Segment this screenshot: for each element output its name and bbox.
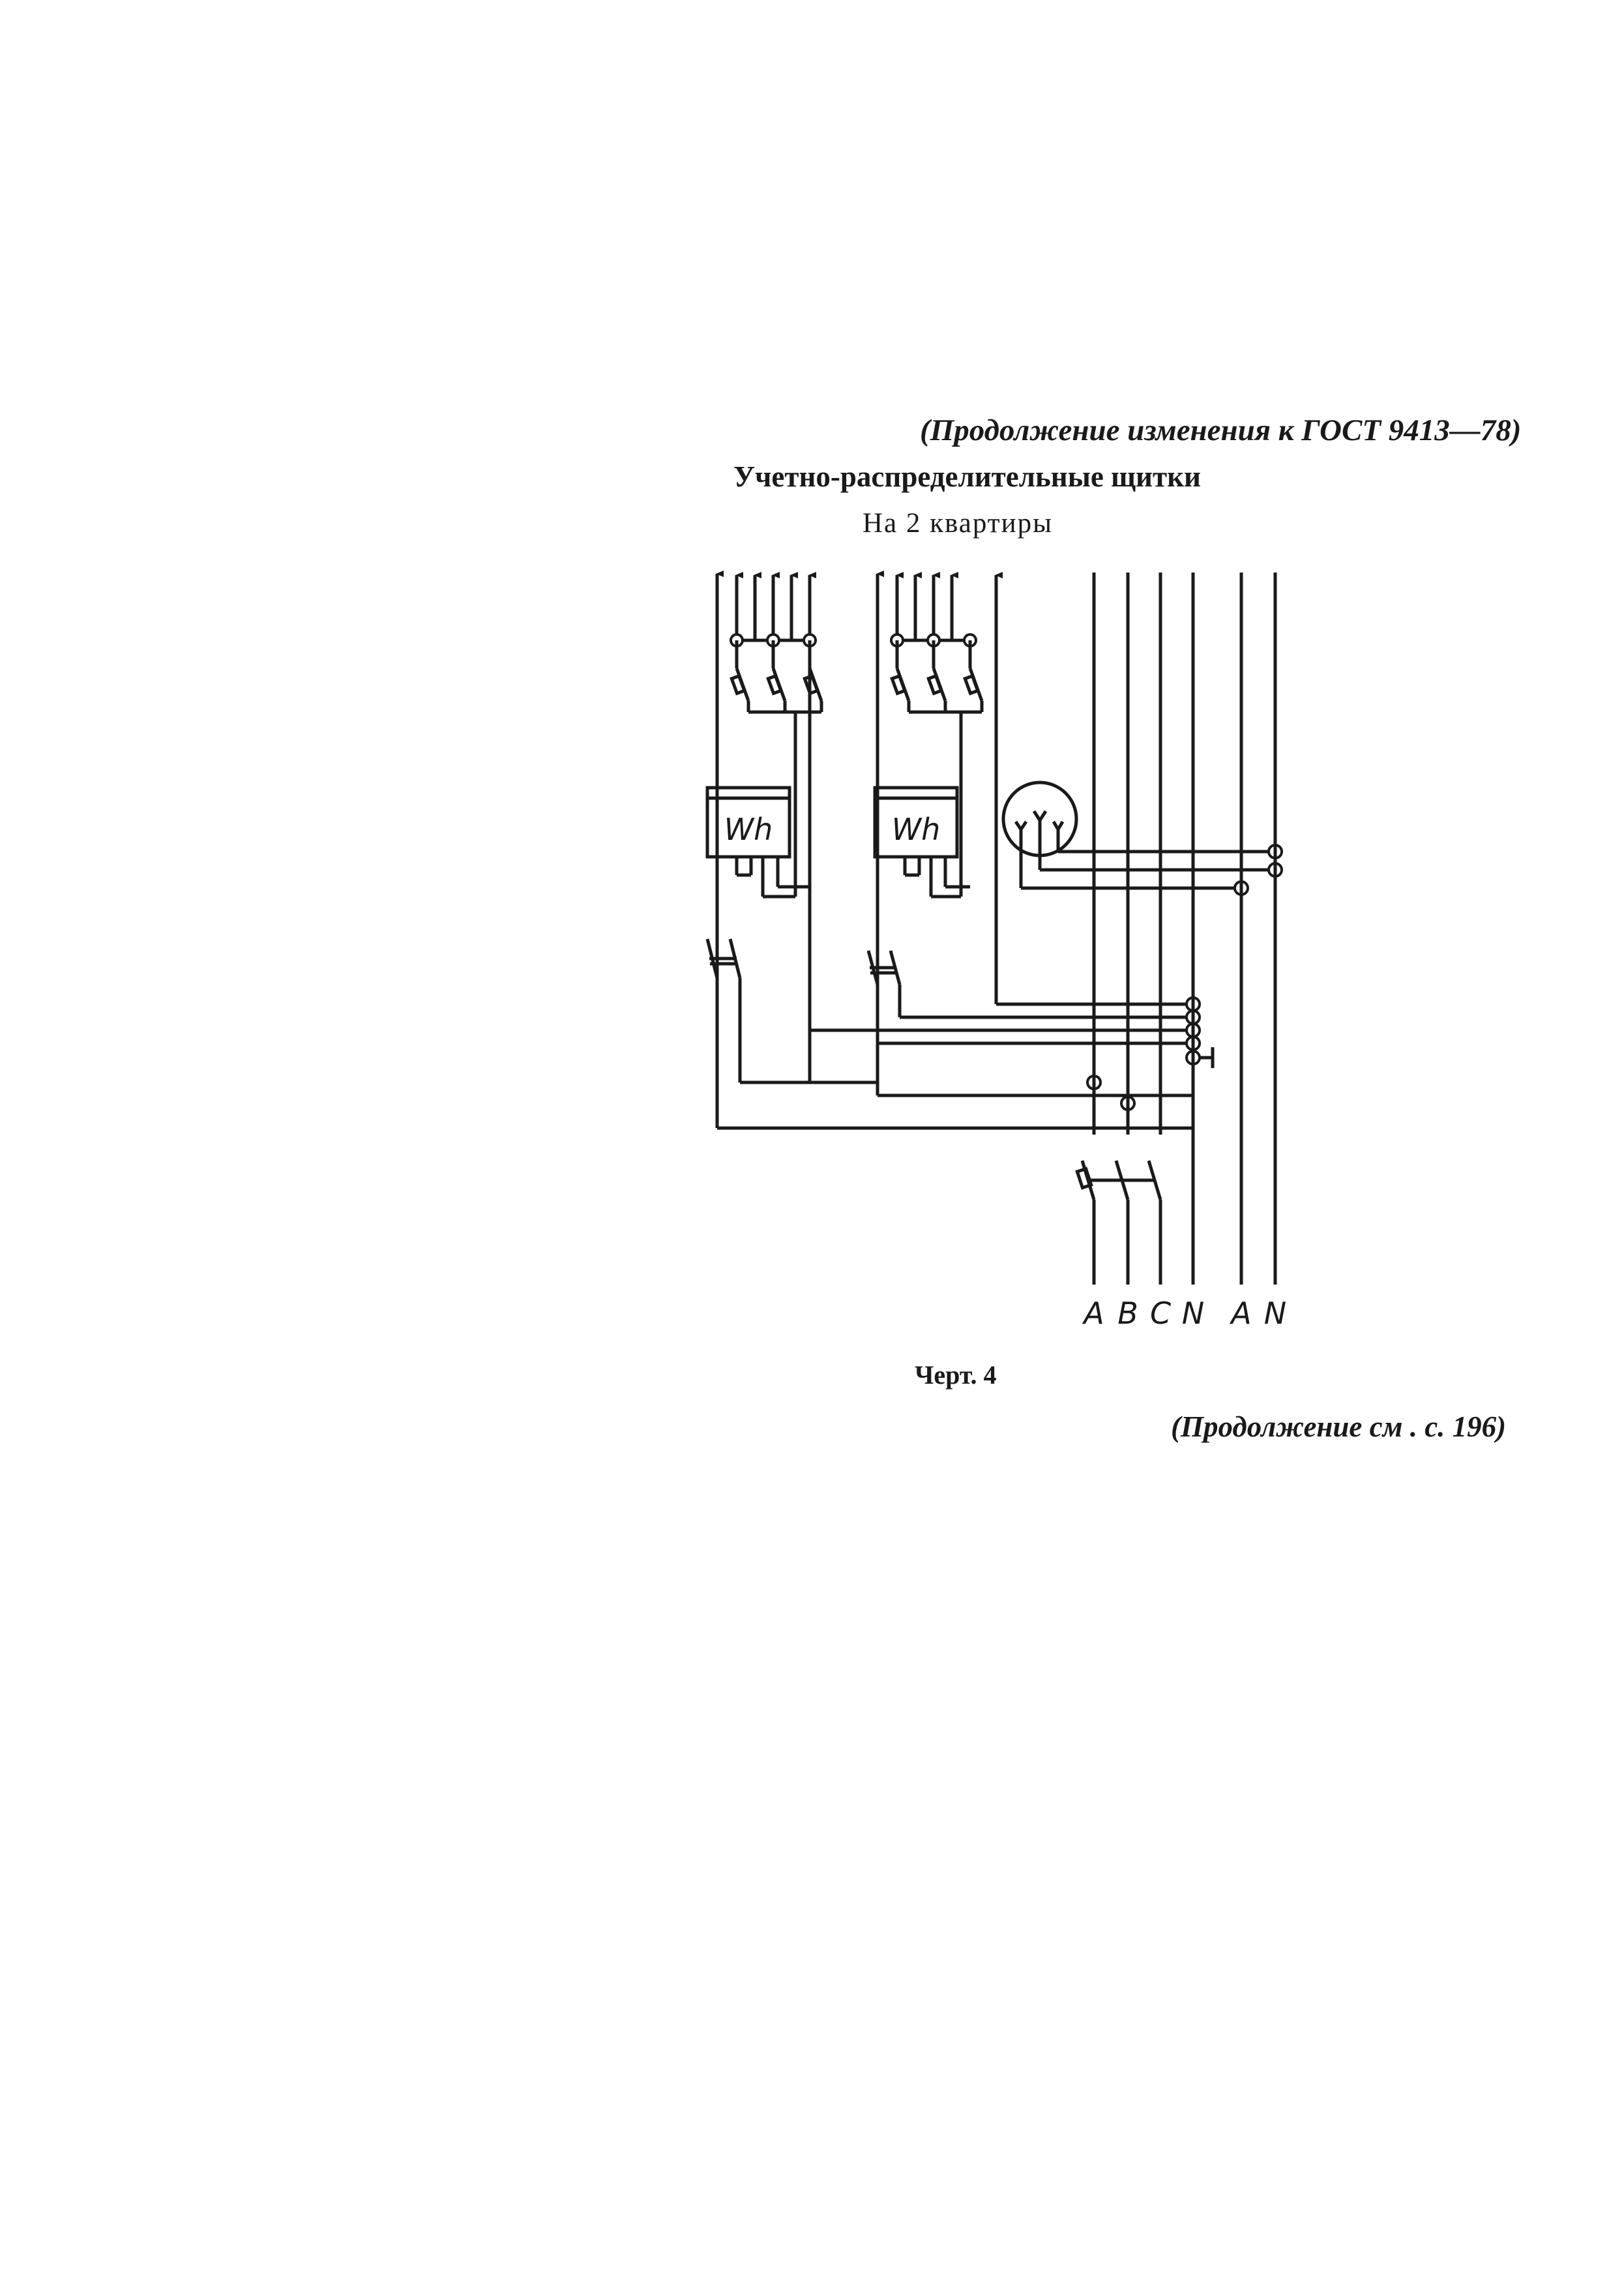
bus-label-a2: A [1229,1296,1251,1331]
main-bus [1075,573,1277,1285]
meter-label: Wh [892,812,941,847]
input-breaker [1075,1160,1162,1200]
bus-connections [717,996,1215,1130]
energy-meter: Wh [705,786,791,877]
energy-meter: Wh [873,786,959,877]
page-subtitle: На 2 квартиры [863,508,1053,539]
meter-label: Wh [724,812,773,847]
load-switch [866,950,902,985]
bus-label-n: N [1182,1296,1204,1331]
bus-label-c: C [1150,1296,1171,1331]
bus-label-b: B [1117,1296,1138,1331]
circuit-breaker [766,668,787,712]
bus-label-a: A [1082,1296,1104,1331]
page-title: Учетно-распределительные щитки [733,460,1201,493]
figure-caption: Черт. 4 [915,1360,997,1390]
header-note: (Продолжение изменения к ГОСТ 9413—78) [920,413,1522,447]
circuit-breaker [803,668,823,712]
wiring-diagram: Wh [705,571,1286,1331]
bus-label-n2: N [1264,1296,1286,1331]
circuit-breaker [730,668,750,712]
circuit-breaker [926,668,947,712]
circuit-breaker [963,668,984,712]
circuit-breaker [890,668,911,712]
apartment-1-circuit: Wh [705,571,823,1128]
load-switch [705,938,742,979]
apartment-2-circuit: Wh [866,571,1003,1082]
bus-labels: A B C N A N [1082,1296,1286,1331]
continuation-note: (Продолжение см . с. 196) [1171,1410,1507,1443]
